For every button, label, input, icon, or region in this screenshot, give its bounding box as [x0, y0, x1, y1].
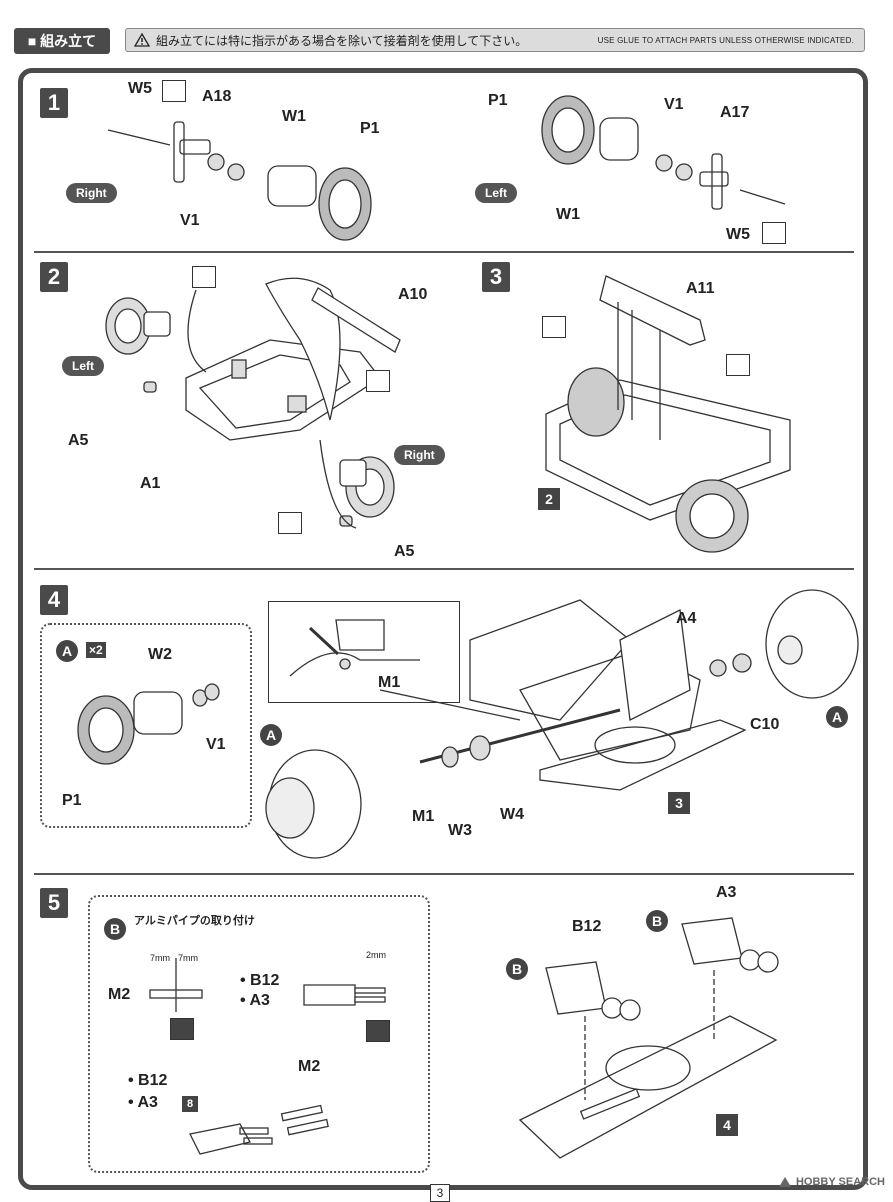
part-label-a17: A17 — [720, 104, 750, 121]
subassembly-b-title: アルミパイプの取り付け — [134, 915, 255, 927]
step-2-left-label: Left — [62, 356, 104, 376]
watermark: HOBBY SEARCH — [778, 1176, 885, 1188]
part-list-item: • B12 — [240, 972, 280, 989]
divider-1 — [34, 251, 854, 253]
part-label-w5-right: W5 — [128, 80, 152, 97]
glue-icon — [366, 1020, 390, 1042]
no-glue-icon — [192, 266, 216, 288]
part-label-a5-right: A5 — [394, 543, 415, 560]
step-4-badge: 4 — [40, 585, 68, 615]
hobby-search-logo-icon — [778, 1177, 791, 1187]
detail-inset — [268, 601, 460, 703]
part-label-p1-left: P1 — [488, 92, 508, 109]
divider-3 — [34, 873, 854, 875]
no-glue-icon — [542, 316, 566, 338]
part-label-a1: A1 — [140, 475, 161, 492]
part-label-p1: P1 — [62, 792, 82, 809]
part-list-item: • A3 — [240, 992, 270, 1009]
part-label-w1-right: W1 — [282, 108, 306, 125]
part-label-w3: W3 — [448, 822, 472, 839]
part-label-m1: M1 — [412, 808, 435, 825]
subassembly-a-box — [40, 623, 252, 828]
subassembly-b-marker: B — [646, 910, 668, 932]
part-label-v1: V1 — [206, 736, 226, 753]
part-list-item: • B12 — [128, 1072, 168, 1089]
step-ref-2: 2 — [538, 488, 560, 510]
subassembly-b-marker: B — [506, 958, 528, 980]
part-label-a18: A18 — [202, 88, 232, 105]
warning-icon — [134, 33, 150, 47]
part-label-c10: C10 — [750, 716, 780, 733]
part-label-w4: W4 — [500, 806, 524, 823]
part-label-v1-left: V1 — [664, 96, 684, 113]
glue-note-banner: 組み立てには特に指示がある場合を除いて接着剤を使用して下さい。 USE GLUE… — [125, 28, 865, 52]
quantity-badge: ×2 — [86, 642, 106, 658]
subassembly-b-box — [88, 895, 430, 1173]
part-label-w1-left: W1 — [556, 206, 580, 223]
section-title-bullet: ■ — [27, 33, 41, 49]
part-label-p1-right: P1 — [360, 120, 380, 137]
step-2-badge: 2 — [40, 262, 68, 292]
section-title: 組み立て — [40, 33, 97, 49]
step-3-badge: 3 — [482, 262, 510, 292]
glue-icon — [170, 1018, 194, 1040]
no-glue-icon — [726, 354, 750, 376]
dimension-label: 7mm — [150, 953, 170, 963]
part-label-m1-inset: M1 — [378, 674, 401, 691]
part-label-a3: A3 — [716, 884, 737, 901]
glue-note-jp: 組み立てには特に指示がある場合を除いて接着剤を使用して下さい。 — [156, 33, 528, 48]
divider-2 — [34, 568, 854, 570]
subassembly-a-marker: A — [826, 706, 848, 728]
part-label-a4: A4 — [676, 610, 697, 627]
glue-note-en: USE GLUE TO ATTACH PARTS UNLESS OTHERWIS… — [597, 35, 854, 45]
dimension-label: 7mm — [178, 953, 198, 963]
part-label-a11: A11 — [686, 280, 715, 297]
step-ref-8: 8 — [182, 1096, 198, 1112]
step-2-right-label: Right — [394, 445, 445, 465]
part-label-b12: B12 — [572, 918, 602, 935]
part-label-w5-left: W5 — [726, 226, 750, 243]
dimension-label: 2mm — [366, 950, 386, 960]
subassembly-b-marker: B — [104, 918, 126, 940]
no-glue-icon — [762, 222, 786, 244]
part-label-m2: M2 — [298, 1058, 321, 1075]
page-number: 3 — [430, 1184, 450, 1202]
no-glue-icon — [162, 80, 186, 102]
part-label-v1-right: V1 — [180, 212, 200, 229]
subassembly-a-marker: A — [260, 724, 282, 746]
section-title-tag: ■ 組み立て — [14, 28, 110, 54]
step-5-badge: 5 — [40, 888, 68, 918]
no-glue-icon — [366, 370, 390, 392]
instructions-frame — [18, 68, 868, 1190]
step-1-badge: 1 — [40, 88, 68, 118]
watermark-text: HOBBY SEARCH — [795, 1176, 885, 1188]
part-label-m2: M2 — [108, 986, 131, 1003]
step-ref-4: 4 — [716, 1114, 738, 1136]
part-label-a10: A10 — [398, 286, 428, 303]
subassembly-a-marker: A — [56, 640, 78, 662]
step-ref-3: 3 — [668, 792, 690, 814]
step-1-left-label: Left — [475, 183, 517, 203]
step-1-right-label: Right — [66, 183, 117, 203]
part-label-w2: W2 — [148, 646, 172, 663]
part-list-item: • A3 — [128, 1094, 158, 1111]
part-label-a5-left: A5 — [68, 432, 89, 449]
no-glue-icon — [278, 512, 302, 534]
